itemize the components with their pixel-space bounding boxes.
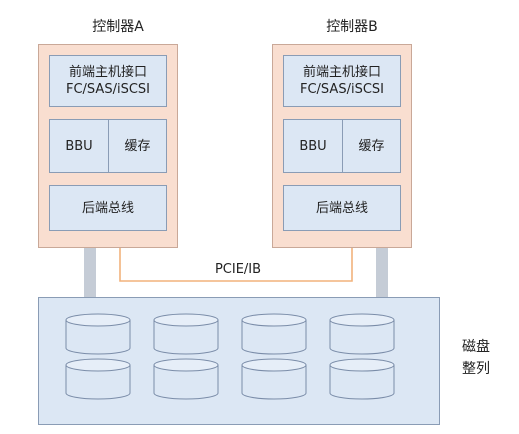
disk-grid — [65, 313, 395, 400]
controller-a-post — [84, 247, 96, 297]
controller-a-frontend-line1: 前端主机接口 — [68, 65, 147, 80]
disk-array — [38, 297, 440, 425]
controller-a: 前端主机接口 FC/SAS/iSCSI BBU 缓存 后端总线 — [38, 44, 178, 248]
disk-array-label: 磁盘 整列 — [462, 336, 502, 380]
controller-a-frontend-interface: 前端主机接口 FC/SAS/iSCSI — [49, 55, 167, 107]
controller-b-cache: 缓存 — [342, 119, 401, 173]
controller-b-frontend-interface: 前端主机接口 FC/SAS/iSCSI — [283, 55, 401, 107]
disk-icon — [65, 313, 131, 355]
disk-icon — [65, 358, 131, 400]
disk-array-label-line2: 整列 — [462, 361, 490, 377]
disk-icon — [241, 313, 307, 355]
controller-b-title: 控制器B — [326, 19, 378, 35]
disk-icon — [241, 358, 307, 400]
disk-icon — [329, 313, 395, 355]
disk-icon — [153, 313, 219, 355]
controller-b: 前端主机接口 FC/SAS/iSCSI BBU 缓存 后端总线 — [272, 44, 412, 248]
disk-icon — [329, 358, 395, 400]
controller-b-post — [376, 247, 388, 297]
controller-a-title: 控制器A — [92, 19, 144, 35]
controller-b-frontend-line1: 前端主机接口 — [302, 65, 381, 80]
controller-a-bbu: BBU — [49, 119, 109, 173]
controller-b-backend-bus: 后端总线 — [283, 185, 401, 231]
pcie-ib-label: PCIE/IB — [198, 262, 278, 278]
controller-a-frontend-line2: FC/SAS/iSCSI — [66, 82, 150, 97]
controller-b-frontend-line2: FC/SAS/iSCSI — [300, 82, 384, 97]
disk-icon — [153, 358, 219, 400]
controller-a-backend-bus: 后端总线 — [49, 185, 167, 231]
disk-array-label-line1: 磁盘 — [462, 339, 490, 355]
pcie-ib-line — [119, 248, 353, 282]
controller-a-cache: 缓存 — [108, 119, 167, 173]
